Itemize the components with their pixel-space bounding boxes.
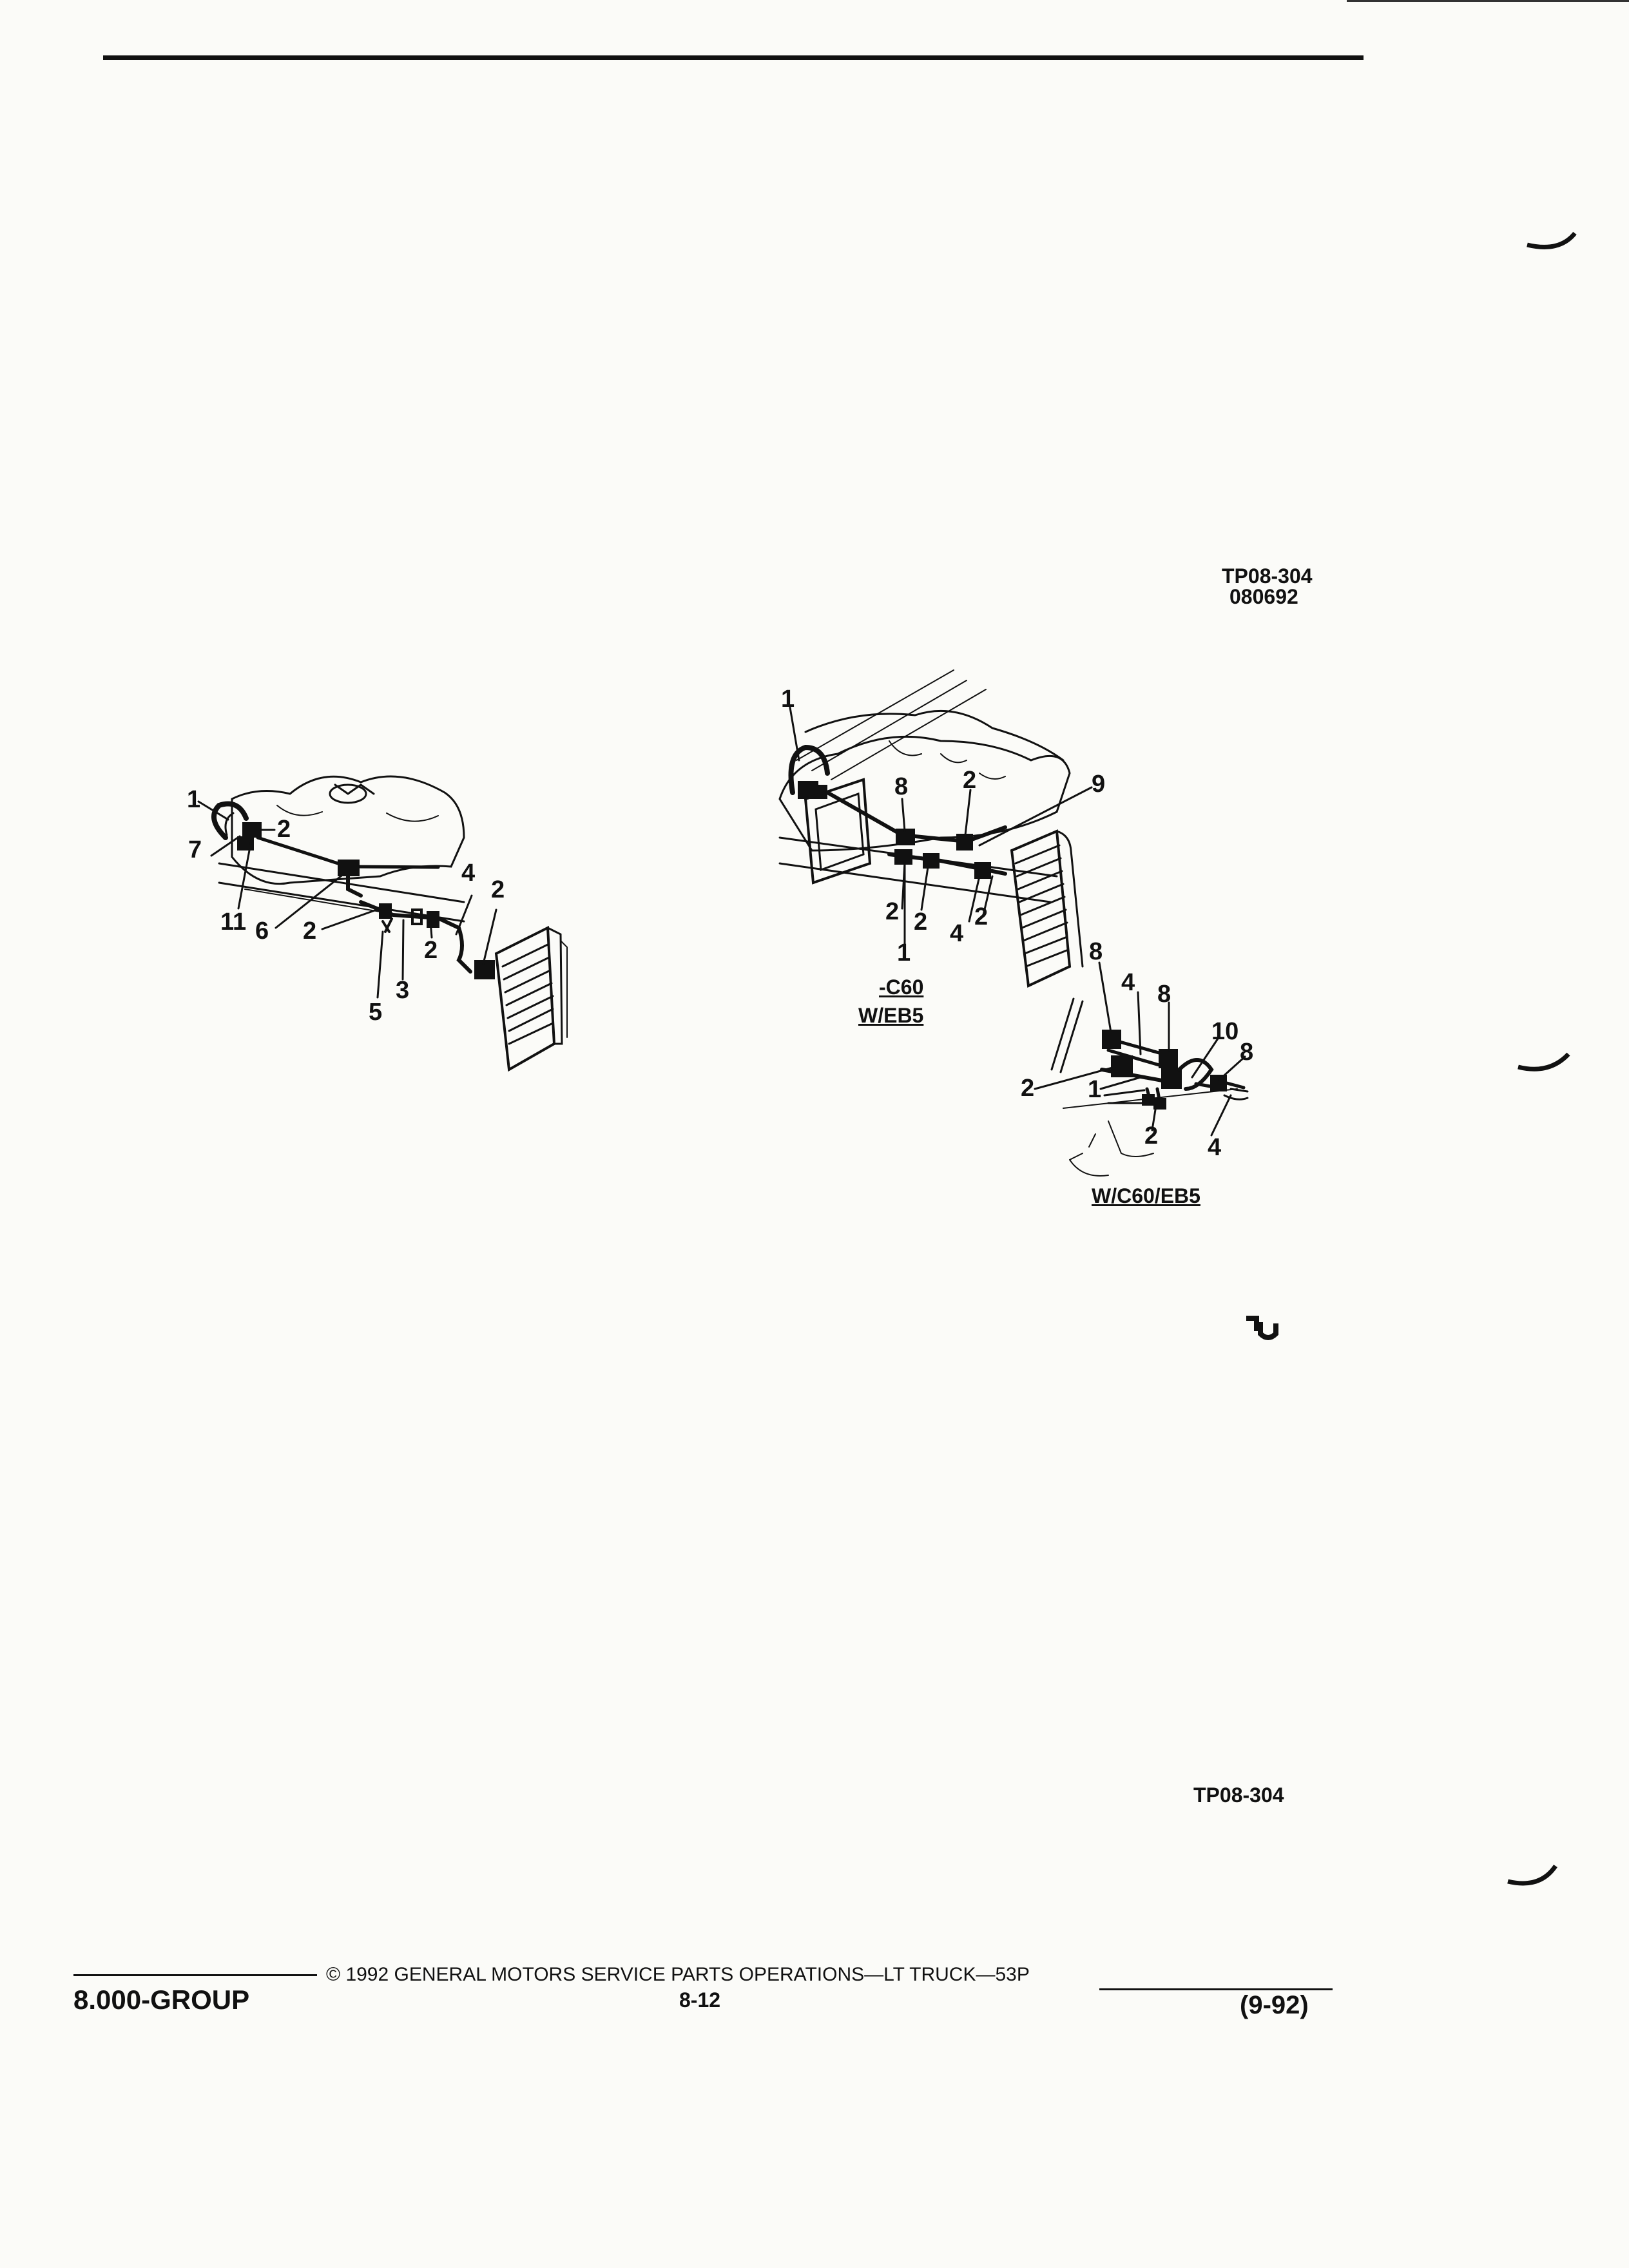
footer-revision: (9-92) bbox=[1240, 1991, 1309, 2019]
footer-page-number: 8-12 bbox=[679, 1988, 721, 2012]
left-callout-2-right: 2 bbox=[491, 876, 505, 903]
left-callout-2-top: 2 bbox=[277, 816, 291, 843]
left-callout-2-mid: 2 bbox=[303, 918, 317, 945]
right-callout-9: 9 bbox=[1092, 771, 1106, 798]
right-callout-2-a: 2 bbox=[885, 898, 900, 925]
right-callout-2-b: 2 bbox=[914, 908, 928, 936]
left-callout-11: 11 bbox=[220, 908, 247, 936]
right-caption-c60: -C60 bbox=[879, 975, 924, 999]
left-callout-2-lower: 2 bbox=[424, 937, 438, 964]
right-callout-1-bottom: 1 bbox=[897, 939, 911, 966]
left-callout-7: 7 bbox=[188, 836, 202, 863]
figure-ref-bottom: TP08-304 bbox=[1193, 1783, 1284, 1807]
top-right-edge-line bbox=[1347, 0, 1629, 2]
right-caption-web5: W/EB5 bbox=[858, 1004, 924, 1027]
left-callout-6: 6 bbox=[255, 918, 269, 945]
left-callout-4: 4 bbox=[461, 860, 476, 887]
detail-caption: W/C60/EB5 bbox=[1092, 1184, 1200, 1207]
detail-callout-4-top: 4 bbox=[1121, 969, 1135, 996]
right-callout-4: 4 bbox=[950, 920, 964, 947]
right-callout-2-top: 2 bbox=[963, 767, 977, 794]
detail-callout-2-left: 2 bbox=[1021, 1075, 1035, 1102]
left-callout-1: 1 bbox=[187, 786, 201, 813]
footer-group: 8.000-GROUP bbox=[73, 1984, 250, 2015]
detail-callout-1: 1 bbox=[1088, 1076, 1102, 1103]
detail-callout-8-left: 8 bbox=[1089, 938, 1103, 965]
detail-callout-8-mid: 8 bbox=[1157, 981, 1171, 1008]
figure-ref-code: TP08-304 bbox=[1222, 564, 1313, 588]
detail-callout-2-bottom: 2 bbox=[1144, 1122, 1159, 1149]
left-callout-3: 3 bbox=[396, 977, 410, 1004]
detail-callout-8-right: 8 bbox=[1240, 1039, 1254, 1066]
left-callout-5: 5 bbox=[369, 999, 383, 1026]
detail-callout-4-bottom: 4 bbox=[1208, 1134, 1222, 1161]
footer-copyright: © 1992 GENERAL MOTORS SERVICE PARTS OPER… bbox=[326, 1964, 1030, 1985]
right-callout-1-top: 1 bbox=[781, 686, 795, 713]
footer-rule-left bbox=[73, 1974, 317, 1976]
right-callout-2-c: 2 bbox=[974, 903, 988, 930]
figure-ref-date: 080692 bbox=[1229, 585, 1298, 608]
detail-callout-10: 10 bbox=[1211, 1018, 1239, 1045]
top-rule bbox=[103, 55, 1364, 60]
footer-rule-right bbox=[1099, 1988, 1333, 1990]
right-callout-8: 8 bbox=[894, 773, 909, 800]
